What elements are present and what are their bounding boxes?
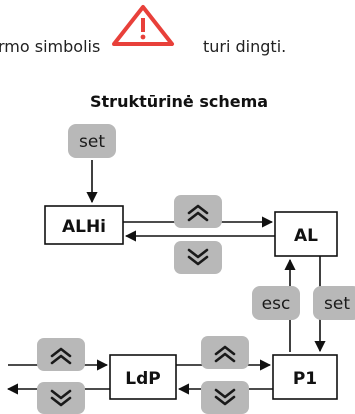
- warning-triangle-icon: [112, 5, 174, 46]
- al-box-label: AL: [294, 226, 318, 246]
- set-key-right-label: set: [324, 294, 350, 314]
- down-key-top: [174, 241, 222, 274]
- header-text-left: rmo simbolis: [0, 37, 100, 56]
- chevron-down-double-icon: [214, 388, 236, 406]
- chevron-down-double-icon: [187, 248, 209, 266]
- al-box: AL: [274, 211, 338, 257]
- set-key-top: set: [68, 124, 116, 158]
- up-key-bottom-left: [37, 338, 85, 371]
- alhi-box-label: ALHi: [62, 217, 106, 237]
- up-key-top: [174, 195, 222, 228]
- chevron-up-double-icon: [187, 204, 209, 222]
- esc-key-label: esc: [262, 294, 291, 314]
- chevron-up-double-icon: [50, 347, 72, 365]
- ldp-box-label: LdP: [125, 369, 160, 389]
- set-key-top-label: set: [79, 132, 105, 152]
- p1-box: P1: [272, 354, 338, 400]
- alhi-box: ALHi: [44, 205, 124, 245]
- header-text-right: turi dingti.: [203, 37, 286, 56]
- ldp-box: LdP: [109, 354, 177, 400]
- esc-key: esc: [252, 286, 300, 320]
- up-key-bottom-right: [201, 336, 249, 369]
- diagram-title: Struktūrinė schema: [90, 92, 268, 111]
- p1-box-label: P1: [293, 369, 317, 389]
- set-key-right: set: [313, 286, 355, 320]
- down-key-bottom-left: [37, 382, 85, 414]
- chevron-up-double-icon: [214, 345, 236, 363]
- chevron-down-double-icon: [50, 389, 72, 407]
- down-key-bottom-right: [201, 381, 249, 414]
